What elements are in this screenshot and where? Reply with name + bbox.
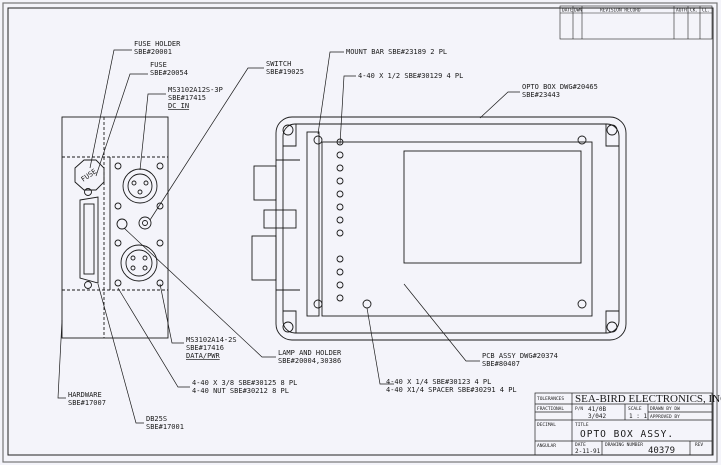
rev-header-record: REVISION RECORD	[600, 8, 641, 14]
callout-fuse-2: SBE#20054	[150, 69, 188, 77]
callout-ms3102a12-1: MS3102A12S-3P	[168, 86, 223, 94]
callout-lamp-holder-1: LAMP AND HOLDER	[278, 349, 342, 357]
tb-scale-label: SCALE	[628, 406, 642, 412]
db25s-part	[79, 188, 99, 289]
lamp-holder-part	[116, 218, 128, 230]
tb-drawing-title: OPTO BOX ASSY.	[580, 429, 674, 440]
callout-fuse-holder-1: FUSE HOLDER	[134, 40, 181, 48]
tb-title-label: TITLE	[575, 422, 589, 428]
title-block	[534, 392, 713, 456]
callout-mount-bar: MOUNT BAR SBE#23189 2 PL	[346, 48, 447, 56]
callout-hardware-2: SBE#17007	[68, 399, 106, 407]
callout-opto-box-1: OPTO BOX DWG#20465	[522, 83, 598, 91]
inner-border	[7, 7, 714, 456]
tb-approved-by: APPROVED BY	[650, 414, 680, 420]
tb-company-name: SEA-BIRD ELECTRONICS, INC	[575, 393, 721, 405]
callout-lamp-holder-2: SBE#20004,30386	[278, 357, 341, 365]
callout-pcb-assy-1: PCB ASSY DWG#20374	[482, 352, 558, 360]
callout-db25s-1: DB25S	[146, 415, 167, 423]
callout-screw-1-4-1: 4-40 X 1/4 SBE#30123 4 PL	[386, 378, 491, 386]
rev-header-auth: AUTH.	[676, 8, 690, 14]
tb-date-value: 2-11-91	[575, 448, 601, 455]
tb-drawing-number-label: DRAWING NUMBER	[605, 442, 643, 448]
tb-date-label: DATE	[575, 442, 586, 448]
rev-header-cl: CL.	[702, 8, 710, 14]
rev-header-date: DATE	[562, 8, 573, 14]
ms3102a14-part	[114, 239, 164, 287]
rev-header-dwn: DWN	[574, 8, 582, 14]
tb-pn-value-2: 3/042	[588, 413, 606, 420]
tb-drawing-number: 40379	[648, 446, 675, 456]
fuse-holder-part	[74, 159, 105, 191]
tb-pn-label: P/N	[575, 406, 583, 412]
callout-ms3102a14-3: DATA/PWR	[186, 352, 221, 360]
callout-fuse-1: FUSE	[150, 61, 167, 69]
callout-ms3102a12-3: DC IN	[168, 102, 189, 110]
outer-border	[2, 2, 718, 463]
callout-opto-box-2: SBE#23443	[522, 91, 560, 99]
rev-header-ck: CK.	[690, 8, 698, 14]
ms3102a12-part	[114, 162, 164, 210]
revision-block	[559, 5, 713, 40]
callout-hardware-1: HARDWARE	[68, 391, 102, 399]
callout-screw-3-8-2: 4-40 NUT SBE#30212 8 PL	[192, 387, 289, 395]
switch-part	[138, 216, 152, 230]
callout-pcb-assy-2: SBE#80407	[482, 360, 520, 368]
callout-ms3102a12-2: SBE#17415	[168, 94, 206, 102]
tb-scale-value: 1 : 1	[629, 413, 647, 420]
tb-rev-label: REV	[695, 442, 703, 448]
tb-tolerances-label: TOLERANCES	[537, 396, 564, 402]
side-view-enclosure	[61, 116, 169, 339]
callout-switch-2: SBE#19025	[266, 68, 304, 76]
callout-ms3102a14-2: SBE#17416	[186, 344, 224, 352]
callout-screw-1-4-2: 4-40 X1/4 SPACER SBE#30291 4 PL	[386, 386, 517, 394]
callout-screw-half: 4-40 X 1/2 SBE#30129 4 PL	[358, 72, 463, 80]
tb-decimal-label: DECIMAL	[537, 422, 556, 428]
callout-ms3102a14-1: MS3102A14-2S	[186, 336, 237, 344]
leader-lines	[57, 49, 520, 424]
tb-fractional-label: FRACTIONAL	[537, 406, 564, 412]
tb-drawn-by: DRAWN BY DW	[650, 406, 680, 412]
callout-screw-3-8-1: 4-40 X 3/8 SBE#30125 8 PL	[192, 379, 297, 387]
tb-angular-label: ANGULAR	[537, 443, 556, 449]
callout-fuse-holder-2: SBE#20001	[134, 48, 172, 56]
tb-pn-value: 41/0B	[588, 406, 606, 413]
opto-box-top-view	[251, 116, 627, 341]
callout-switch-1: SWITCH	[266, 60, 291, 68]
callout-db25s-2: SBE#17001	[146, 423, 184, 431]
